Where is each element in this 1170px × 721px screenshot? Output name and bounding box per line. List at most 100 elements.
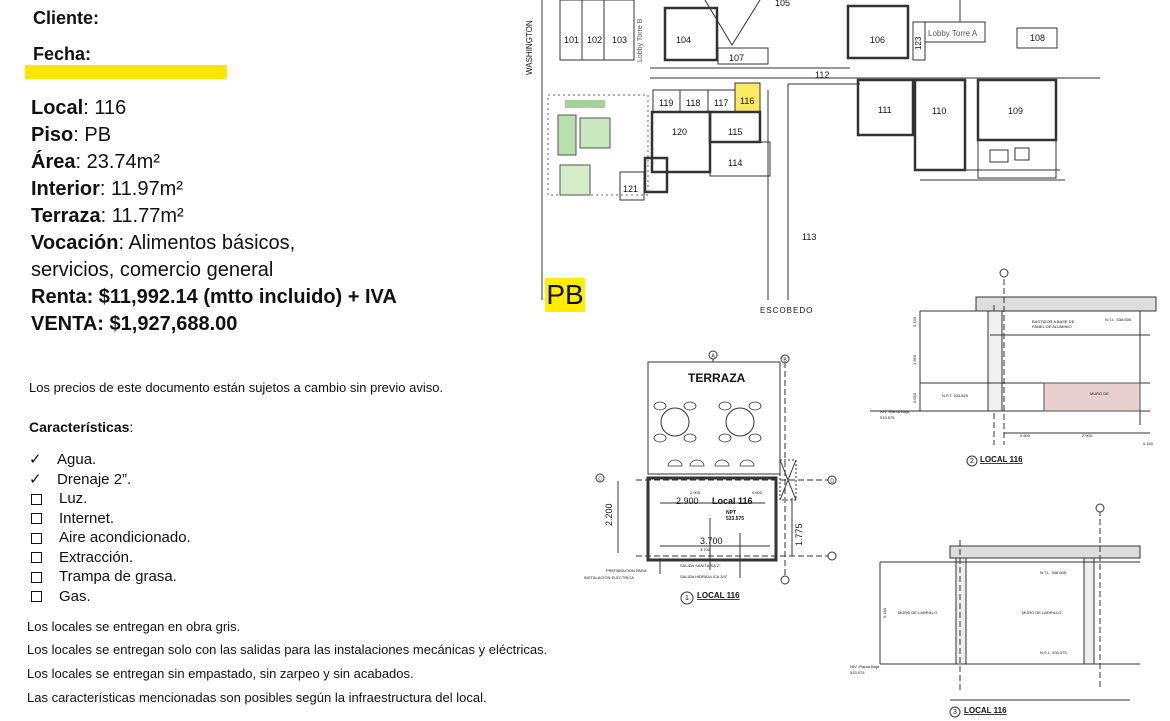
feature-item-extraccion: Extracción. xyxy=(29,548,191,568)
muro-right: MURO DE LADRILLO xyxy=(1022,610,1061,615)
dim-0190: 0.190 xyxy=(912,316,917,327)
checkmark-icon: ✓ xyxy=(29,451,42,468)
section-local-116-b: MURO DE LADRILLO MURO DE LADRILLO N.T.L.… xyxy=(850,503,1141,718)
cliente-label: Cliente: xyxy=(33,8,100,28)
grid-c: C xyxy=(598,477,602,483)
npt-label: NPT xyxy=(726,510,736,516)
section-local-116-a: BASTIDOR A BASE DE PANEL DE ALUMINIO N.T… xyxy=(870,268,1157,467)
feature-item-gas: Gas. xyxy=(29,587,191,607)
vocacion-row: Vocación: Alimentos básicos, xyxy=(31,232,296,254)
salida-sanitaria: SALIDA SANITARIA 2" xyxy=(680,563,721,568)
bastidor-line-2: PANEL DE ALUMINIO xyxy=(1032,324,1072,329)
dim-3700: 3.700 xyxy=(700,536,723,546)
lobby-torre-b: Lobby Torre B xyxy=(637,18,644,62)
terraza-label: TERRAZA xyxy=(688,371,746,385)
unit-118: 118 xyxy=(686,98,700,108)
feature-item-agua: ✓Agua. xyxy=(29,451,97,468)
venta-line: VENTA: $1,927,688.00 xyxy=(31,313,238,335)
unit-114: 114 xyxy=(728,158,742,168)
unit-116: 116 xyxy=(740,96,754,106)
prep-line-1: PREPARACION PARA xyxy=(606,568,647,573)
note-obra-gris: Los locales se entregan en obra gris. xyxy=(27,619,241,634)
npt-value: 533.575 xyxy=(726,516,744,522)
grid-d: D xyxy=(830,479,834,485)
grid-b: B xyxy=(783,358,787,364)
section-ntl: N.T.L. 538.805 xyxy=(1105,317,1132,322)
feature-item-trampa: Trampa de grasa. xyxy=(29,567,191,587)
checkbox-empty-icon xyxy=(31,513,42,525)
unit-106: 106 xyxy=(870,35,885,45)
terraza-row: Terraza: 11.77m² xyxy=(31,205,184,227)
interior-row: Interior: 11.97m² xyxy=(31,178,183,200)
unit-113: 113 xyxy=(802,232,816,242)
prep-line-2: INSTALACIÓN ELÉCTRICA xyxy=(584,575,634,580)
unit-101: 101 xyxy=(564,35,579,45)
note-infraestructura: Las características mencionadas son posi… xyxy=(27,690,487,705)
caption-3: LOCAL 116 xyxy=(964,706,1007,715)
unit-110: 110 xyxy=(932,106,946,116)
plan-local-116: A B C D TERRAZA Local 116 2.900 3.700 2.… xyxy=(584,350,837,605)
area-row: Área: 23.74m² xyxy=(31,151,160,173)
dim-2900: 2.900 xyxy=(676,496,699,506)
unit-108: 108 xyxy=(1030,33,1045,43)
local-label: Local 116 xyxy=(712,496,753,506)
note-salidas: Los locales se entregan solo con las sal… xyxy=(27,642,548,657)
street-washington: WASHINGTON xyxy=(525,20,534,75)
feature-item-aire: Aire acondicionado. xyxy=(29,528,191,548)
section-nivel: NIV. Planta Baja xyxy=(880,409,910,414)
dim-0150: 0.150 xyxy=(1143,441,1154,446)
fecha-label: Fecha: xyxy=(33,44,92,64)
unit-121: 121 xyxy=(623,184,638,194)
section-muro: MURO DE xyxy=(1090,391,1109,396)
local-row: Local: 116 xyxy=(31,97,127,119)
feature-item-luz: Luz. xyxy=(29,489,191,509)
dim-0600: 0.600 xyxy=(1020,433,1031,438)
brick-wall-hatch xyxy=(1043,382,1141,412)
street-escobedo: ESCOBEDO xyxy=(760,306,813,315)
unit-107: 107 xyxy=(729,53,744,63)
checkbox-empty-icon xyxy=(31,532,42,544)
checkbox-empty-icon xyxy=(31,571,42,583)
dim-small-2900: 2.900 xyxy=(690,490,701,495)
floor-badge: PB xyxy=(545,278,585,312)
site-plan: WASHINGTON ESCOBEDO 101 102 103 104 105 … xyxy=(525,0,1100,315)
caption-1-num: 1 xyxy=(685,595,689,602)
unit-117: 117 xyxy=(714,98,728,108)
unit-119: 119 xyxy=(659,98,673,108)
dim-0850: 0.850 xyxy=(912,392,917,403)
unit-116-highlight xyxy=(734,82,761,113)
vocacion-row-2: servicios, comercio general xyxy=(31,259,274,281)
caption-3-num: 3 xyxy=(953,709,957,716)
dim-1775: 1.775 xyxy=(794,523,804,546)
dim-5180: 5.180 xyxy=(882,607,887,618)
unit-105: 105 xyxy=(775,0,790,8)
caption-1: LOCAL 116 xyxy=(697,591,740,600)
grid-a: A xyxy=(711,354,715,360)
checkbox-empty-icon xyxy=(31,591,42,603)
dim-small-3700: 3.700 xyxy=(700,547,711,552)
muro-left: MURO DE LADRILLO xyxy=(898,610,937,615)
unit-115: 115 xyxy=(728,127,742,137)
fecha-highlight xyxy=(25,65,227,79)
local-info: Local: 116 Piso: PB Área: 23.74m² Interi… xyxy=(31,95,511,338)
features-list: ✓Agua. ✓Drenaje 2”. Luz. Internet. Aire … xyxy=(29,450,191,606)
unit-102: 102 xyxy=(587,35,602,45)
features-title: Características: xyxy=(29,419,134,435)
dim-2200: 2.200 xyxy=(604,503,614,526)
section-npt: N.P.T. 533.825 xyxy=(942,393,969,398)
dim-2900: 2.900 xyxy=(1082,433,1093,438)
dim-small-0600: 0.600 xyxy=(752,490,763,495)
lobby-torre-a: Lobby Torre A xyxy=(928,29,978,38)
checkbox-empty-icon xyxy=(31,552,42,564)
unit-111: 111 xyxy=(878,105,892,115)
section-nivel-value: 533.575 xyxy=(880,415,895,420)
unit-104: 104 xyxy=(676,35,691,45)
caption-2: LOCAL 116 xyxy=(980,455,1023,464)
renta-line: Renta: $11,992.14 (mtto incluido) + IVA xyxy=(31,286,397,308)
unit-103: 103 xyxy=(612,35,627,45)
note-empastado: Los locales se entregan sin empastado, s… xyxy=(27,666,414,681)
section3-nivel: NIV. Planta Baja xyxy=(850,664,880,669)
unit-123: 123 xyxy=(914,36,923,50)
section3-nivel-value: 533.575 xyxy=(850,670,865,675)
checkbox-empty-icon xyxy=(31,493,42,505)
